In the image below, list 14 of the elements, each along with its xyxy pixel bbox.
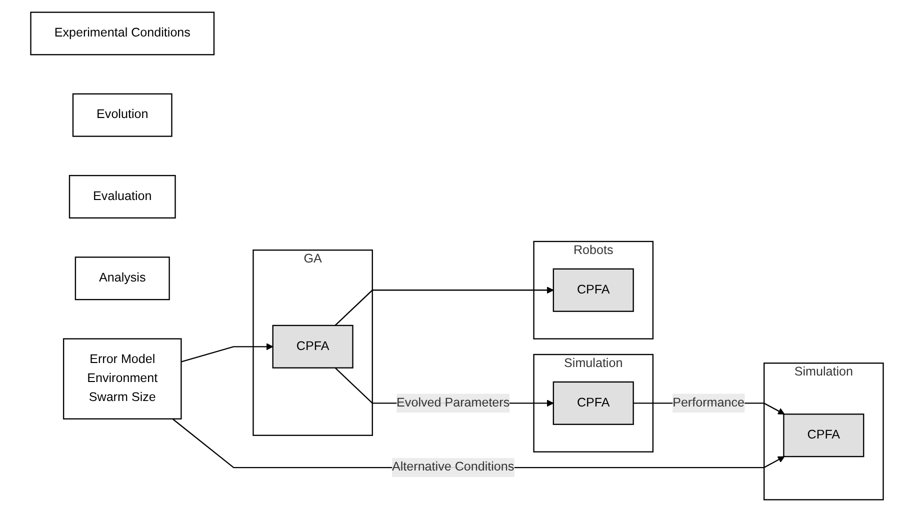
- node-box: Evolution: [72, 93, 172, 137]
- arrow: [181, 343, 274, 362]
- arrow: [334, 286, 554, 326]
- node-box: CPFA: [783, 414, 864, 458]
- node-box: Analysis: [74, 256, 170, 300]
- node-box: Experimental Conditions: [30, 12, 215, 56]
- node-box: CPFA: [272, 324, 354, 368]
- edge-label: Performance: [672, 396, 744, 410]
- edge-label: Alternative Conditions: [392, 460, 514, 474]
- node-box: CPFA: [552, 268, 634, 312]
- node-box: Error Model Environment Swarm Size: [62, 338, 182, 420]
- edge-label: Evolved Parameters: [396, 396, 510, 410]
- node-box: CPFA: [552, 381, 634, 425]
- node-box: Evaluation: [68, 174, 176, 219]
